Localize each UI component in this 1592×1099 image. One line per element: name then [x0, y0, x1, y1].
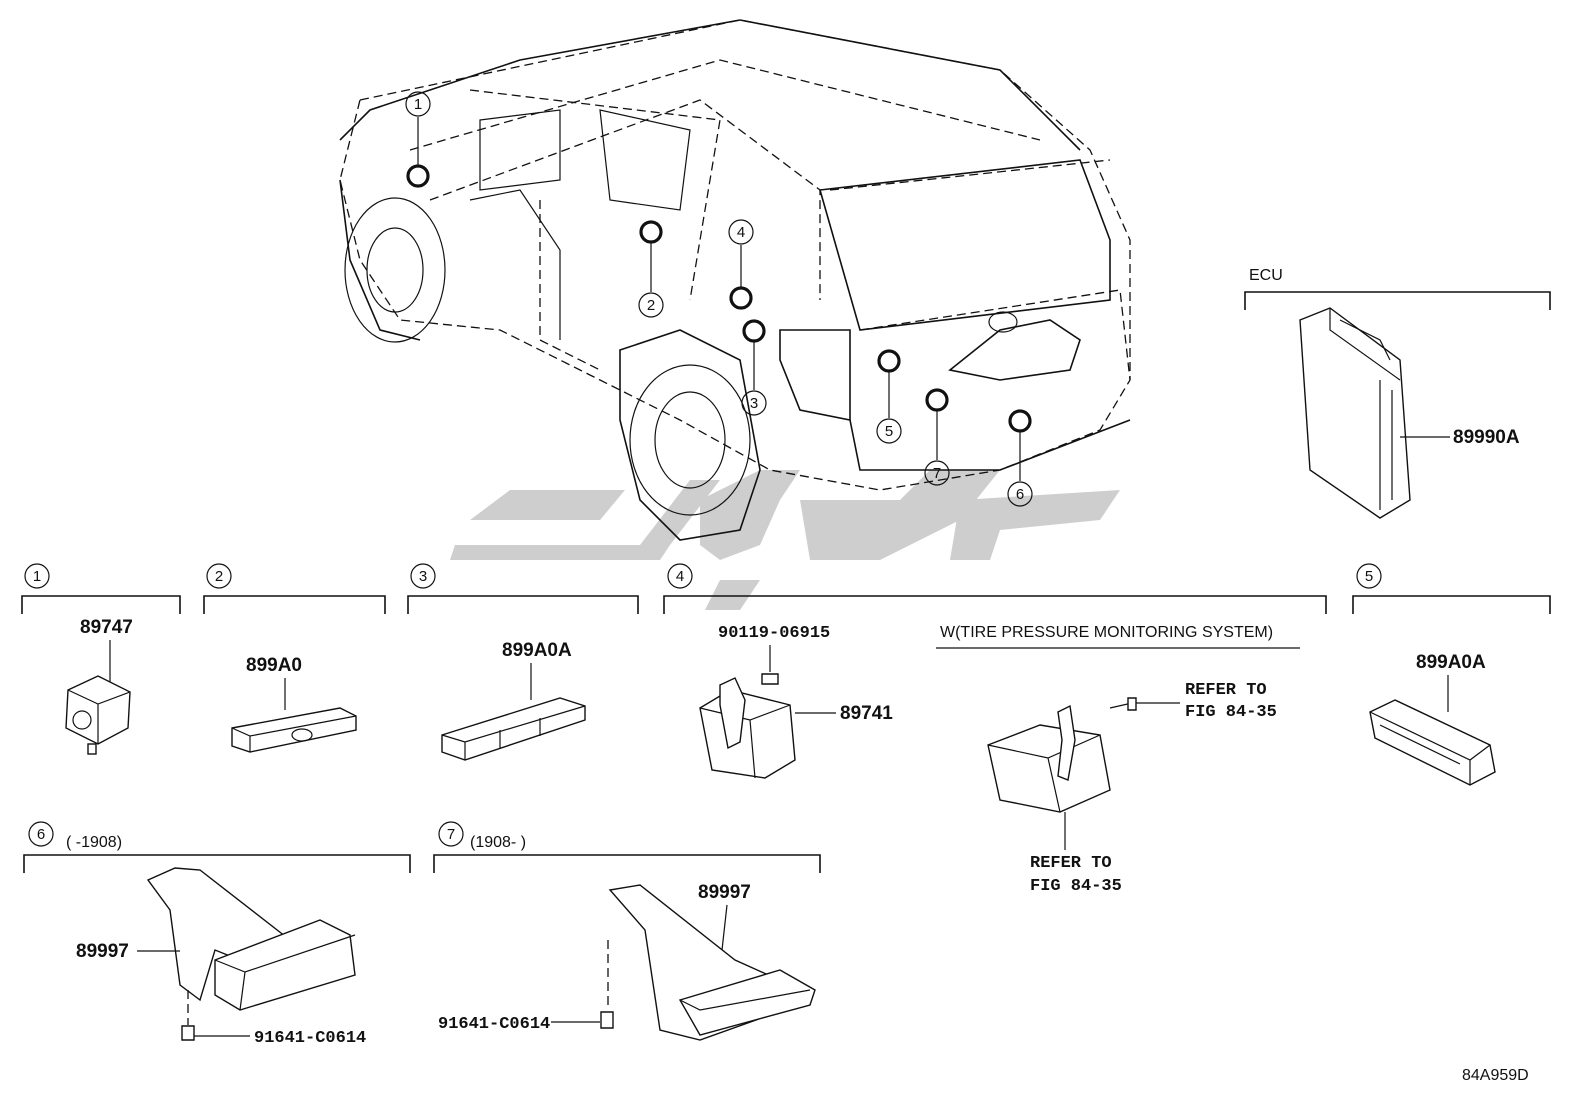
- part-number-899A0A-2: 899A0A: [1416, 652, 1486, 673]
- part-number-89741: 89741: [840, 703, 893, 724]
- svg-text:5: 5: [1365, 568, 1373, 585]
- refer-line-1b: REFER TO: [1030, 854, 1112, 873]
- svg-text:7: 7: [447, 826, 455, 843]
- section-7: 7 (1908- ) 89997 91641-C0614: [433, 821, 821, 1041]
- svg-text:6: 6: [37, 826, 45, 843]
- part-number-89747: 89747: [80, 617, 133, 638]
- location-markers: 1 2 4 3 5 7 6: [405, 91, 1033, 507]
- part-number-899A0: 899A0: [246, 655, 302, 676]
- section-3: 3 899A0A: [407, 563, 639, 761]
- section-1: 1 89747: [21, 563, 181, 755]
- svg-text:1: 1: [33, 568, 41, 585]
- svg-text:6: 6: [1016, 486, 1024, 503]
- svg-text:1: 1: [414, 96, 422, 113]
- tpms-section: W(TIRE PRESSURE MONITORING SYSTEM) REFER…: [936, 624, 1300, 896]
- section-7-date: (1908- ): [470, 834, 526, 851]
- callout-5: 5: [876, 418, 902, 444]
- ecu-section: ECU 89990A: [1244, 267, 1551, 519]
- section-5: 5 899A0A: [1352, 563, 1551, 786]
- refer-line-2: FIG 84-35: [1185, 703, 1277, 722]
- bolt-number-91641-C0614: 91641-C0614: [254, 1029, 366, 1048]
- svg-text:5: 5: [885, 423, 893, 440]
- part-number-89990A: 89990A: [1453, 427, 1520, 448]
- section-4: 4 90119-06915 89741: [663, 563, 1327, 779]
- refer-line-2b: FIG 84-35: [1030, 877, 1122, 896]
- refer-line-1: REFER TO: [1185, 681, 1267, 700]
- svg-text:7: 7: [933, 465, 941, 482]
- part-number-899A0A: 899A0A: [502, 640, 572, 661]
- svg-text:2: 2: [647, 297, 655, 314]
- svg-text:2: 2: [215, 568, 223, 585]
- diagram-code: 84A959D: [1462, 1067, 1529, 1084]
- tpms-note: W(TIRE PRESSURE MONITORING SYSTEM): [940, 624, 1273, 641]
- callout-6: 6: [1007, 481, 1033, 507]
- section-6: 6 ( -1908) 89997 91641-C0614: [23, 821, 411, 1048]
- callout-7: 7: [924, 460, 950, 486]
- bolt-number-91641-C0614-2: 91641-C0614: [438, 1015, 550, 1034]
- vehicle-illustration: [339, 19, 1131, 541]
- callout-2: 2: [638, 292, 664, 318]
- watermark-logo: [450, 470, 1120, 610]
- ecu-title: ECU: [1249, 267, 1283, 284]
- callout-4: 4: [728, 219, 754, 245]
- svg-text:3: 3: [750, 395, 758, 412]
- svg-text:4: 4: [676, 568, 684, 585]
- svg-text:4: 4: [737, 224, 745, 241]
- part-number-89997-2: 89997: [698, 882, 751, 903]
- section-2: 2 899A0: [203, 563, 386, 753]
- section-6-date: ( -1908): [66, 834, 122, 851]
- svg-text:3: 3: [419, 568, 427, 585]
- bolt-number-90119-06915: 90119-06915: [718, 624, 830, 643]
- callout-3: 3: [741, 390, 767, 416]
- callout-1: 1: [405, 91, 431, 117]
- part-number-89997: 89997: [76, 941, 129, 962]
